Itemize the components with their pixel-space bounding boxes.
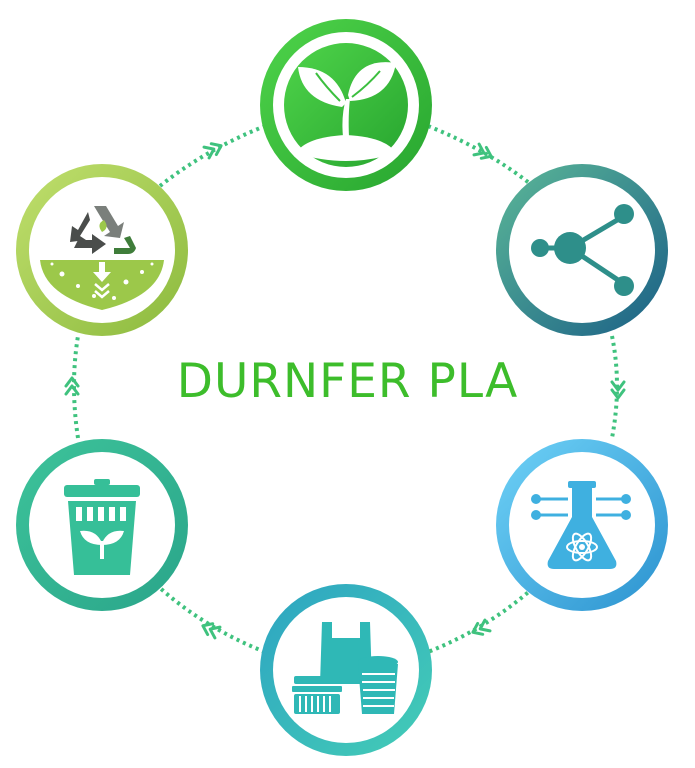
atom-icon — [566, 532, 598, 562]
down-arrow-icon — [93, 262, 111, 299]
node-bin — [16, 439, 188, 611]
direction-arrows — [64, 142, 626, 640]
connector-products-to-bin — [158, 586, 266, 654]
arrow-icon — [202, 142, 223, 160]
arrow-icon — [610, 380, 626, 400]
connector-bin-to-recycle — [72, 335, 80, 439]
recycle-soil-icon — [40, 206, 164, 310]
diagram-title: DURNFER PLA — [176, 354, 519, 409]
flask-icon — [531, 481, 631, 569]
recycle-icon — [70, 206, 136, 254]
node-recycle — [16, 164, 188, 336]
connector-molecule-to-lab — [610, 335, 619, 439]
node-molecule — [496, 164, 668, 336]
arrow-icon — [472, 142, 493, 160]
node-products — [260, 584, 432, 756]
node-lab — [496, 439, 668, 611]
packaging-products-icon — [292, 622, 398, 714]
arrow-icon — [64, 376, 80, 396]
arrow-icon — [471, 618, 492, 636]
cycle-connectors — [72, 124, 619, 654]
connector-lab-to-products — [427, 586, 535, 654]
compost-bin-icon — [64, 479, 140, 575]
connector-plant-to-molecule — [427, 124, 535, 188]
connector-recycle-to-plant — [158, 124, 266, 188]
node-plant — [260, 19, 432, 191]
molecule-icon — [531, 204, 634, 296]
arrow-icon — [201, 622, 222, 640]
